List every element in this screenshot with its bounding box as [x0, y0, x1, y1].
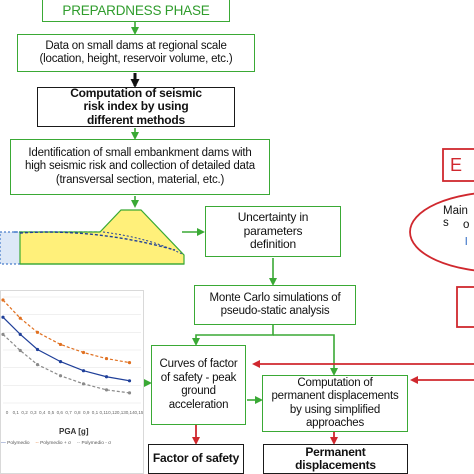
- chart-point: [18, 332, 22, 336]
- factor-of-safety-output: Factor of safety: [148, 444, 244, 474]
- chart-point: [58, 342, 63, 347]
- chart-x-tick-label: 0,3: [30, 410, 37, 415]
- chart-x-tick-label: 0,6: [57, 410, 64, 415]
- chart-point: [81, 382, 86, 386]
- chart-grid: [3, 296, 141, 404]
- identification-box: Identification of small embankment dams …: [10, 139, 270, 195]
- emergency-phase-box: [442, 148, 474, 182]
- chart-point: [127, 379, 132, 383]
- chart-point: [35, 347, 40, 352]
- chart-series-line-0: [2, 316, 130, 382]
- chart-point: [127, 361, 132, 365]
- preparedness-phase-title: PREPARDNESS PHASE: [42, 0, 230, 22]
- chart-x-axis-label: PGA [g]: [59, 427, 89, 436]
- chart-point: [1, 332, 5, 336]
- chart-point: [127, 391, 132, 395]
- scenario-ellipse: [409, 192, 474, 272]
- legend-item-mean: — Polymedio: [1, 441, 30, 446]
- chart-legend: — Polymedio -- Polymedio + σ -- Polymedi…: [1, 441, 143, 446]
- monte-carlo-box: Monte Carlo simulations of pseudo-static…: [194, 285, 356, 325]
- chart-x-tick-label: 0,5: [48, 410, 55, 415]
- chart-point: [18, 348, 22, 353]
- chart-x-tick-label: 0,11: [99, 410, 108, 415]
- chart-point: [35, 330, 40, 334]
- legend-item-minus: -- Polymedio - σ: [76, 441, 112, 446]
- chart-point: [58, 360, 63, 364]
- chart-point: [104, 375, 109, 379]
- chart-series-line-1: [2, 299, 130, 364]
- chart-x-tick-label: 0,1: [13, 410, 20, 415]
- chart-x-tick-label: 0,8: [74, 410, 81, 415]
- curves-box: Curves of factor of safety - peak ground…: [151, 345, 246, 425]
- chart-point: [81, 350, 86, 355]
- chart-point: [104, 356, 109, 361]
- legend-item-plus: -- Polymedio + σ: [35, 441, 71, 446]
- chart-point: [104, 388, 109, 392]
- chart-x-tick-label: 0,9: [83, 410, 90, 415]
- chart-x-tick-label: 0,1: [92, 410, 99, 415]
- chart-point: [81, 369, 86, 373]
- arrow-montecarlo-to-curves: [192, 325, 274, 346]
- chart-point: [58, 374, 63, 378]
- chart-point: [1, 298, 5, 302]
- ellipse-line-3: l: [465, 236, 468, 248]
- chart-x-tick-label: 0,13: [117, 410, 126, 415]
- chart-x-tick-label: 0: [6, 410, 9, 415]
- chart-point: [35, 363, 40, 367]
- chart-series: [1, 298, 132, 395]
- arrow-montecarlo-to-permanent: [273, 334, 338, 376]
- right-red-box: [456, 286, 474, 328]
- chart-point: [1, 315, 5, 319]
- ellipse-line-1: Main s: [443, 205, 468, 229]
- uncertainty-box: Uncertainty in parameters definition: [205, 206, 341, 257]
- dam-cross-section: [0, 209, 185, 265]
- permanent-displacement-box: Computation of permanent displacements b…: [262, 375, 408, 432]
- chart-point: [18, 316, 22, 320]
- chart-x-tick-label: 0,12: [108, 410, 117, 415]
- chart-x-tick-label: 0,4: [39, 410, 46, 415]
- chart-x-tick-label: 0,2: [21, 410, 28, 415]
- chart-x-tick-label: 0,15: [135, 410, 144, 415]
- ellipse-line-2: o: [463, 219, 470, 231]
- permanent-displacements-output: Permanent displacements: [263, 444, 408, 474]
- regional-data-box: Data on small dams at regional scale (lo…: [17, 34, 255, 72]
- emergency-phase-label: E: [450, 155, 463, 175]
- chart-x-tick-label: 0,7: [65, 410, 72, 415]
- risk-index-box: Computation of seismic risk index by usi…: [37, 86, 235, 127]
- chart-x-tick-label: 0,14: [126, 410, 135, 415]
